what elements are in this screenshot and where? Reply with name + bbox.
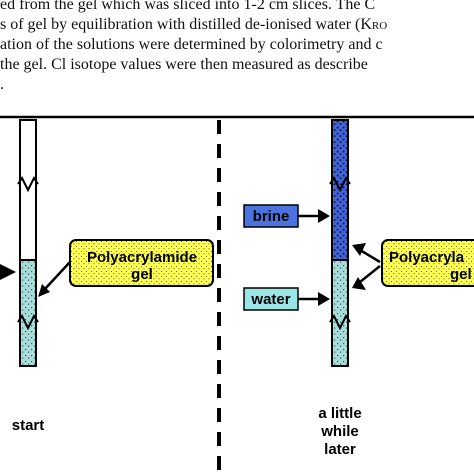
left-tube-gel [19, 259, 37, 367]
water-label: water [250, 291, 290, 308]
right-callout-arrow-upper [359, 248, 381, 264]
left-callout-box [69, 239, 214, 287]
caption-line-1: ed from the gel which was sliced into 1-… [0, 0, 376, 13]
brine-label: brine [253, 208, 290, 225]
left-callout-arrowhead [38, 284, 50, 297]
caption-line-2-citation: Kro [360, 16, 388, 33]
brine-arrowhead [318, 209, 330, 223]
water-arrowhead [318, 292, 330, 306]
right-callout-box [381, 239, 474, 287]
left-edge-arrowhead [0, 264, 16, 280]
right-callout-arrowhead-upper [352, 243, 366, 256]
right-break-mark-top [329, 176, 351, 193]
caption-line-3: ation of the solutions were determined b… [0, 36, 383, 53]
right-callout-label-1: Polyacryla [389, 249, 465, 266]
caption-line-5: . [0, 76, 4, 93]
caption-line-2: s of gel by equilibration with distilled… [0, 17, 387, 33]
left-callout-label-1: Polyacrylamide [87, 249, 197, 266]
right-tube-water [331, 259, 349, 367]
right-break-mark-bottom [329, 314, 351, 331]
left-callout-arrow [43, 261, 71, 291]
left-caption-start: start [12, 417, 45, 434]
right-callout-label-2: gel [450, 266, 472, 283]
caption-line-2-text: s of gel by equilibration with distilled… [0, 16, 361, 33]
left-break-mark-top [17, 176, 39, 193]
left-callout-label-2: gel [131, 266, 153, 283]
right-caption-line-2: while [320, 423, 359, 440]
left-break-mark-bottom [17, 314, 39, 331]
right-caption-line-1: a little [318, 405, 361, 422]
right-panel: brine water Polyacryla gel a little whil… [243, 119, 474, 458]
caption-line-4: the gel. Cl isotope values were then mea… [0, 56, 368, 73]
right-callout-arrowhead-lower [352, 277, 366, 290]
left-panel: Polyacrylamide gel start [0, 119, 214, 434]
right-callout-arrow-lower [359, 265, 381, 283]
right-caption-line-3: later [324, 441, 356, 458]
